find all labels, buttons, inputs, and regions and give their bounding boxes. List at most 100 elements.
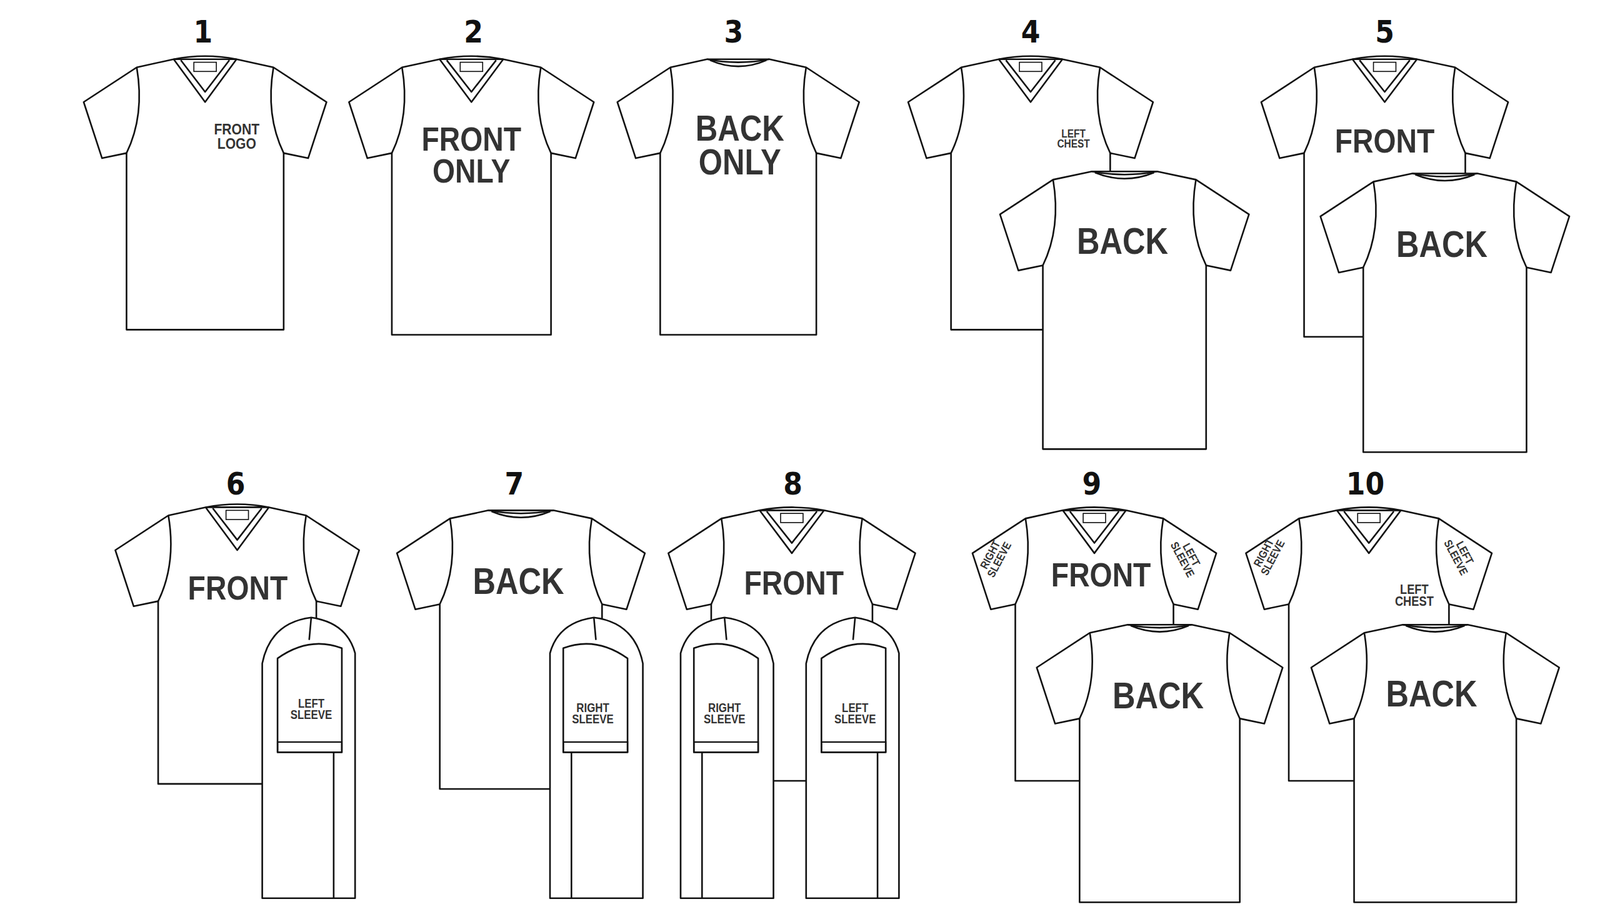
v-collar-rib [180, 60, 230, 92]
front-shirt [348, 56, 594, 335]
neck-tag [226, 510, 249, 520]
armhole-seam [951, 67, 964, 154]
v-collar-rib [766, 511, 817, 544]
armhole-seam [1226, 632, 1240, 719]
armhole-seam [271, 67, 284, 154]
shirt-outline [1000, 171, 1249, 449]
print-placement-label: LEFT CHEST [1056, 128, 1090, 150]
sleeve-outline [277, 643, 342, 752]
neck-back [759, 506, 824, 510]
armhole-seam [303, 515, 317, 601]
neck-back [1062, 506, 1126, 510]
print-placement-label: BACK [1396, 227, 1488, 263]
sleeve-side-view [680, 617, 774, 899]
option-number: 3 [724, 18, 744, 48]
armhole-seam [391, 67, 405, 154]
armhole-seam [158, 515, 171, 601]
armhole-seam [1513, 181, 1527, 268]
back-shirt [1320, 173, 1570, 453]
option-number: 4 [1021, 18, 1041, 48]
shirt-outline [396, 510, 645, 789]
print-placement-label: FRONT [188, 571, 289, 604]
print-placement-label: FRONT ONLY [421, 123, 522, 187]
armhole-seam [860, 518, 873, 604]
option-number: 10 [1346, 470, 1385, 500]
armhole-seam [1436, 518, 1449, 604]
neck-tag [1357, 513, 1380, 523]
crew-collar-rib [1415, 174, 1475, 181]
armhole-seam [1193, 179, 1206, 265]
neck-tag [460, 62, 483, 72]
neck-back [205, 504, 269, 508]
side-body-outline [806, 617, 900, 899]
shirt-outline [1036, 624, 1283, 902]
print-placement-label: FRONT [743, 566, 844, 599]
back-shirt [1036, 624, 1283, 902]
back-shirt [1311, 624, 1560, 902]
side-seam [701, 751, 704, 898]
armhole-seam [1015, 518, 1028, 604]
shoulder-seam [309, 617, 312, 640]
crew-collar [1412, 173, 1478, 177]
armhole-seam [1079, 632, 1092, 719]
armhole-seam [711, 518, 724, 604]
shirt-outline [1320, 173, 1570, 453]
option-number: 1 [193, 18, 214, 48]
print-placement-label: BACK [1112, 678, 1204, 714]
v-collar-rib [446, 60, 497, 92]
option-number: 8 [783, 470, 803, 500]
option-number: 6 [226, 470, 246, 500]
sleeve-cuff [277, 741, 342, 752]
v-collar [1336, 510, 1402, 554]
print-placement-label: FRONT [1051, 558, 1152, 591]
crew-collar [1091, 171, 1157, 175]
print-placement-label: RIGHT SLEEVE [571, 702, 614, 726]
crew-collar-rib [1405, 625, 1465, 632]
option-number: 7 [505, 470, 525, 500]
v-collar [205, 506, 269, 550]
v-collar [1062, 510, 1126, 554]
sleeve-outline [563, 643, 628, 752]
shoulder-seam [724, 617, 727, 640]
front-shirt [83, 56, 327, 330]
sleeve-side-view [806, 617, 900, 899]
v-collar [173, 59, 237, 103]
crew-collar [1402, 624, 1468, 628]
crew-collar [1127, 624, 1192, 628]
shirt-outline [348, 59, 594, 335]
armhole-seam [1160, 518, 1174, 604]
armhole-seam [126, 67, 139, 154]
side-body-outline [680, 617, 774, 899]
front-shirt [115, 504, 359, 784]
print-placement-label: LEFT SLEEVE [290, 698, 332, 722]
armhole-seam [1288, 518, 1302, 604]
neck-tag [193, 62, 217, 72]
option-number: 9 [1082, 470, 1102, 500]
sleeve-cuff [693, 741, 759, 752]
shirt-outline [1311, 624, 1560, 902]
print-placement-label: RIGHT SLEEVE [703, 702, 745, 726]
v-collar-rib [1005, 60, 1055, 92]
crew-collar-rib [491, 511, 550, 518]
shirt-outline [83, 59, 327, 330]
armhole-seam [1043, 179, 1056, 265]
armhole-seam [589, 518, 602, 604]
crew-collar-rib [1130, 625, 1189, 632]
sleeve-side-view [262, 617, 356, 899]
sleeve-outline [821, 643, 886, 752]
sleeve-side-view [550, 617, 644, 899]
v-collar [998, 59, 1063, 103]
v-collar-rib [212, 508, 262, 540]
shirt-outline [617, 59, 860, 335]
neck-back [173, 56, 237, 60]
shirt-outline [668, 510, 915, 781]
side-body-outline [550, 617, 644, 899]
side-seam [876, 751, 879, 898]
side-body-outline [262, 617, 356, 899]
side-seam [333, 751, 335, 898]
print-placement-label: BACK [472, 564, 564, 600]
print-placement-label: BACK ONLY [695, 111, 785, 180]
armhole-seam [538, 67, 551, 154]
neck-back [439, 56, 504, 60]
